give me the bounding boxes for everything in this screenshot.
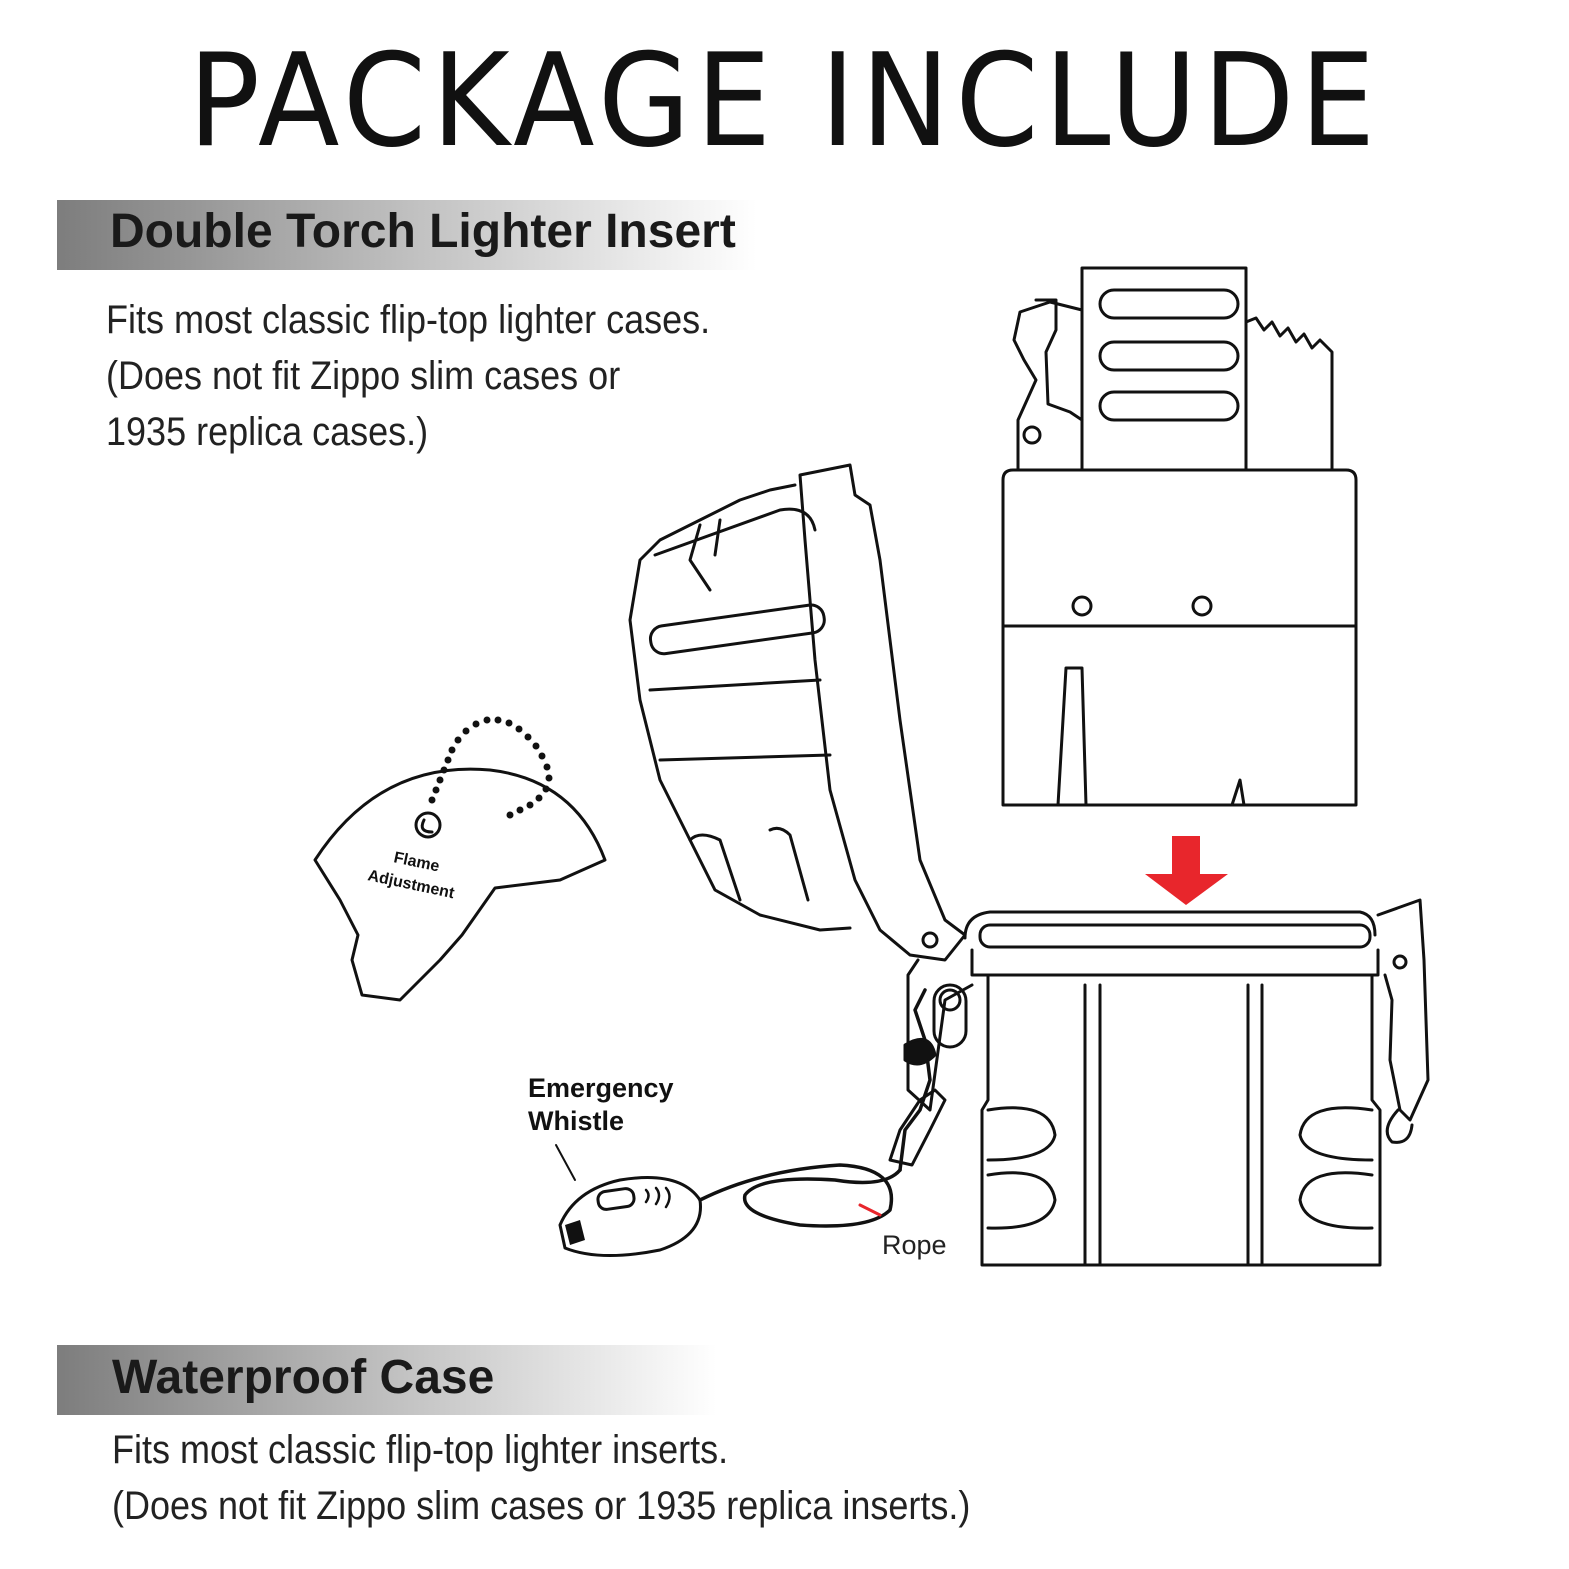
insert-desc-line-1: Fits most classic flip-top lighter cases… bbox=[106, 298, 711, 342]
lighter-insert-drawing bbox=[1001, 266, 1358, 807]
flame-adjustment-tool-drawing: Flame Adjustment bbox=[313, 716, 607, 1002]
section-band-case bbox=[57, 1345, 717, 1415]
insert-desc-line-2: (Does not fit Zippo slim cases or bbox=[106, 354, 621, 398]
section-band-insert bbox=[57, 200, 757, 270]
section-desc-insert: Fits most classic flip-top lighter cases… bbox=[106, 292, 777, 460]
whistle-label-line-2: Whistle bbox=[528, 1106, 624, 1136]
case-desc-line-1: Fits most classic flip-top lighter inser… bbox=[112, 1428, 729, 1472]
down-arrow-icon bbox=[1145, 836, 1228, 905]
section-title-insert: Double Torch Lighter Insert bbox=[110, 205, 736, 258]
insert-desc-line-3: 1935 replica cases.) bbox=[106, 410, 429, 454]
flame-label-line-2: Adjustment bbox=[366, 867, 456, 902]
open-lid-drawing bbox=[628, 463, 967, 962]
whistle-label-line-1: Emergency bbox=[528, 1073, 674, 1103]
ball-chain bbox=[428, 716, 553, 819]
headline: PACKAGE INCLUDE bbox=[188, 27, 1381, 176]
flame-label-line-1: Flame bbox=[392, 849, 441, 875]
whistle-rope-drawing: Emergency Whistle Rope bbox=[528, 988, 947, 1260]
rope-label: Rope bbox=[882, 1230, 947, 1260]
waterproof-case-drawing bbox=[906, 898, 1430, 1267]
case-desc-line-2: (Does not fit Zippo slim cases or 1935 r… bbox=[112, 1484, 971, 1528]
section-desc-case: Fits most classic flip-top lighter inser… bbox=[112, 1422, 1066, 1534]
section-title-case: Waterproof Case bbox=[112, 1351, 495, 1404]
